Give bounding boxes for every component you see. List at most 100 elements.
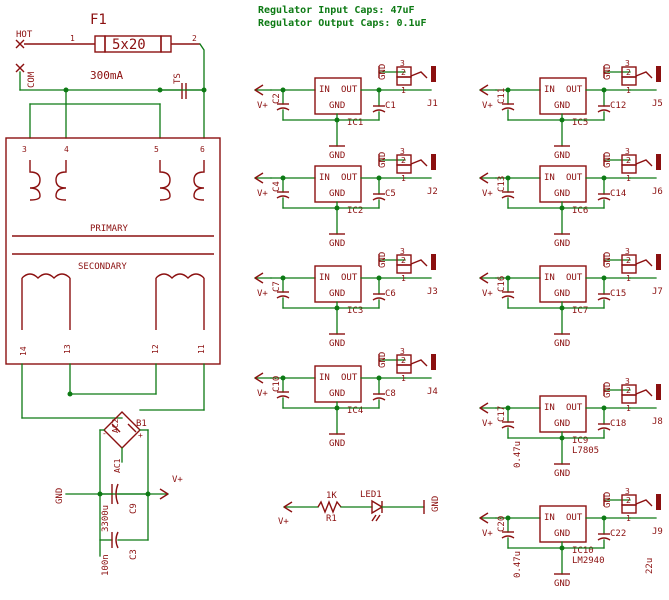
gnd-label: GND: [329, 151, 345, 161]
tpin-3: 3: [22, 145, 27, 154]
gnd-pin-label: GND: [554, 529, 570, 539]
gnd-pin-label: GND: [329, 289, 345, 299]
fuse-section: HOT 1 5x20 F1 300mA 2 COM TS: [15, 12, 207, 139]
cout-ref: C15: [610, 289, 626, 299]
jack-pin1: 1: [401, 374, 406, 383]
jack-pin1: 1: [626, 174, 631, 183]
ic-part: L7805: [572, 446, 599, 456]
fuse-ref: F1: [90, 12, 107, 28]
jack-gnd-label: GND: [378, 252, 388, 268]
transformer: PRIMARY SECONDARY 3 4 5 6 14 13 12 11: [5, 137, 221, 365]
jack-pin3: 3: [400, 347, 405, 356]
cin-ref: C17: [497, 406, 507, 422]
gnd-pin-label: GND: [329, 389, 345, 399]
tpin-4: 4: [64, 145, 69, 154]
secondary-wiring: [21, 363, 205, 419]
jack-pin3: 3: [625, 377, 630, 386]
gnd-label: GND: [554, 239, 570, 249]
c9-value: 3300u: [101, 505, 111, 532]
jack-pin2: 2: [401, 356, 406, 365]
gnd-pin-label: GND: [329, 189, 345, 199]
sec-coil-left: [21, 273, 71, 279]
ic-part: LM2940: [572, 556, 605, 566]
vplus-label: V+: [482, 529, 493, 539]
jack-pin3: 3: [400, 59, 405, 68]
ic-ref: IC5: [572, 118, 588, 128]
hot-terminal-icon: [15, 39, 25, 49]
regulator-body: [539, 505, 587, 543]
jack-gnd-label: GND: [378, 152, 388, 168]
c3-value: 100n: [101, 554, 111, 576]
gnd-label: GND: [329, 439, 345, 449]
jack-pin3: 3: [625, 59, 630, 68]
out-label: OUT: [341, 273, 358, 283]
jack-pin1: 1: [626, 514, 631, 523]
jack-pin2: 2: [626, 496, 631, 505]
vplus-label: V+: [257, 289, 268, 299]
cout-ref: C8: [385, 389, 396, 399]
regulator-body: [314, 165, 362, 203]
jack-pin3: 3: [625, 247, 630, 256]
jack-pin2: 2: [626, 256, 631, 265]
gnd-bulk-label: GND: [55, 488, 65, 504]
cin-ref: C7: [272, 281, 282, 292]
ic-ref: IC6: [572, 206, 588, 216]
jack-pin1: 1: [626, 404, 631, 413]
note-input-caps: Regulator Input Caps: 47uF: [258, 5, 415, 16]
fuse-pin1: 1: [70, 34, 75, 43]
jack-pin2: 2: [401, 68, 406, 77]
jack-pin3: 3: [400, 147, 405, 156]
led-icon: [371, 499, 384, 515]
fuse-pin2: 2: [192, 34, 197, 43]
gnd-label: GND: [554, 151, 570, 161]
jack-ref: J5: [652, 99, 663, 109]
vplus-label: V+: [257, 189, 268, 199]
jack-ref: J4: [427, 387, 438, 397]
out-label: OUT: [566, 85, 583, 95]
gnd-pin-label: GND: [329, 101, 345, 111]
jack-ref: J7: [652, 287, 663, 297]
jack-spring-icon: [635, 159, 653, 167]
fuse-cap-right: [160, 35, 172, 53]
cin-ref: C20: [497, 516, 507, 532]
jack-spring-icon: [410, 71, 428, 79]
gnd-pin-label: GND: [554, 101, 570, 111]
vplus-label: V+: [482, 101, 493, 111]
resistor-icon: [317, 500, 342, 514]
cout-ref: C22: [610, 529, 626, 539]
gnd-label: GND: [554, 469, 570, 479]
out-label: OUT: [566, 273, 583, 283]
in-label: IN: [319, 173, 330, 183]
vplus-label: V+: [482, 289, 493, 299]
jack-pin2: 2: [626, 68, 631, 77]
jack-ref: J3: [427, 287, 438, 297]
vplus-bulk-label: V+: [172, 475, 183, 485]
transformer-body: [5, 137, 221, 365]
r1-ref: R1: [326, 514, 337, 524]
jack-plug-icon: [431, 66, 436, 82]
regulator-body: [539, 77, 587, 115]
jack-plug-icon: [656, 494, 661, 510]
jack-ref: J6: [652, 187, 663, 197]
out-label: OUT: [341, 373, 358, 383]
sec-coil-right: [155, 273, 205, 279]
cin-value: 0.47u: [513, 441, 523, 468]
jack-spring-icon: [410, 259, 428, 267]
cout-ref: C6: [385, 289, 396, 299]
vplus-label: V+: [257, 101, 268, 111]
fuse-value: 5x20: [112, 37, 146, 53]
cout-ref: C18: [610, 419, 626, 429]
jack-ref: J2: [427, 187, 438, 197]
vplus-label: V+: [257, 389, 268, 399]
in-label: IN: [544, 273, 555, 283]
cin-ref: C4: [272, 181, 282, 192]
tpin-6: 6: [200, 145, 205, 154]
jack-plug-icon: [656, 254, 661, 270]
